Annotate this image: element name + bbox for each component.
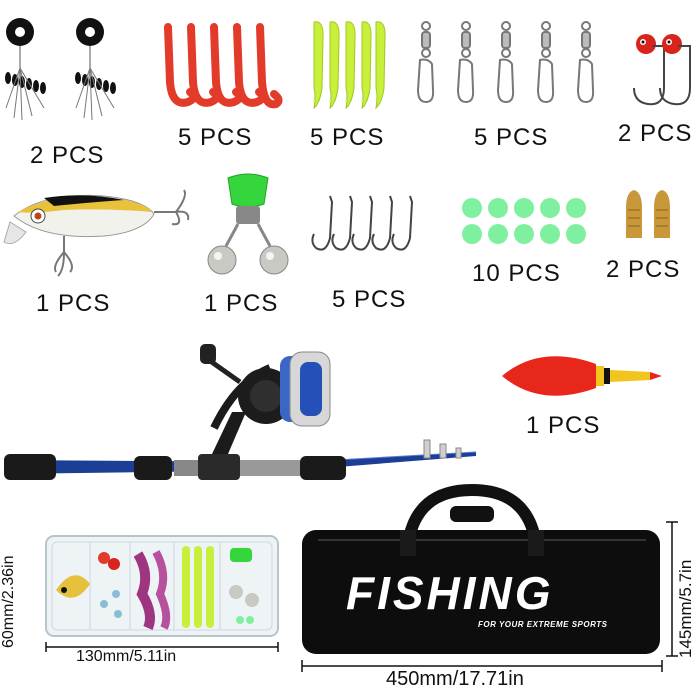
bullet-weights-image (626, 190, 670, 238)
box-height-label: 60mm/2.36in (0, 555, 17, 649)
glow-beads-image (462, 198, 586, 244)
crankbait-lure-image (3, 189, 190, 277)
float-stoppers-image (5, 18, 116, 121)
box-width-dimension-line (45, 642, 279, 652)
box-width-label: 130mm/5.11in (76, 648, 177, 665)
soft-shad-lures-image (313, 21, 386, 110)
bag-title: FISHING (346, 567, 554, 619)
jig-heads-image (633, 34, 691, 106)
crankbait-lure-qty: 1 PCS (36, 290, 111, 317)
tackle-box-image (45, 535, 279, 637)
bag-tagline: FOR YOUR EXTREME SPORTS (478, 620, 608, 629)
bag-height-dimension-line (666, 521, 678, 657)
offset-hooks-qty: 5 PCS (332, 286, 407, 313)
offset-hooks-image (311, 195, 414, 251)
bag-height-label: 145mm/5.7in (676, 559, 695, 658)
soft-worm-lures-qty: 5 PCS (178, 124, 253, 151)
bag-width-label: 450mm/17.71in (386, 668, 524, 690)
float-stoppers-qty: 2 PCS (30, 142, 105, 169)
bite-alarm-bells-image (207, 173, 289, 275)
soft-worm-lures-image (164, 23, 283, 109)
snap-swivels-qty: 5 PCS (474, 124, 549, 151)
bag-width-dimension-line (301, 660, 663, 672)
glow-beads-qty: 10 PCS (472, 260, 561, 287)
bite-alarm-bells-qty: 1 PCS (204, 290, 279, 317)
fishing-rod-and-reel-image (4, 344, 477, 480)
snap-swivels-image (416, 21, 595, 104)
bullet-weights-qty: 2 PCS (606, 256, 681, 283)
soft-shad-lures-qty: 5 PCS (310, 124, 385, 151)
jig-heads-qty: 2 PCS (618, 120, 693, 147)
fishing-float-qty: 1 PCS (526, 412, 601, 439)
carry-bag-image (302, 483, 660, 654)
fishing-float-image (502, 356, 662, 396)
